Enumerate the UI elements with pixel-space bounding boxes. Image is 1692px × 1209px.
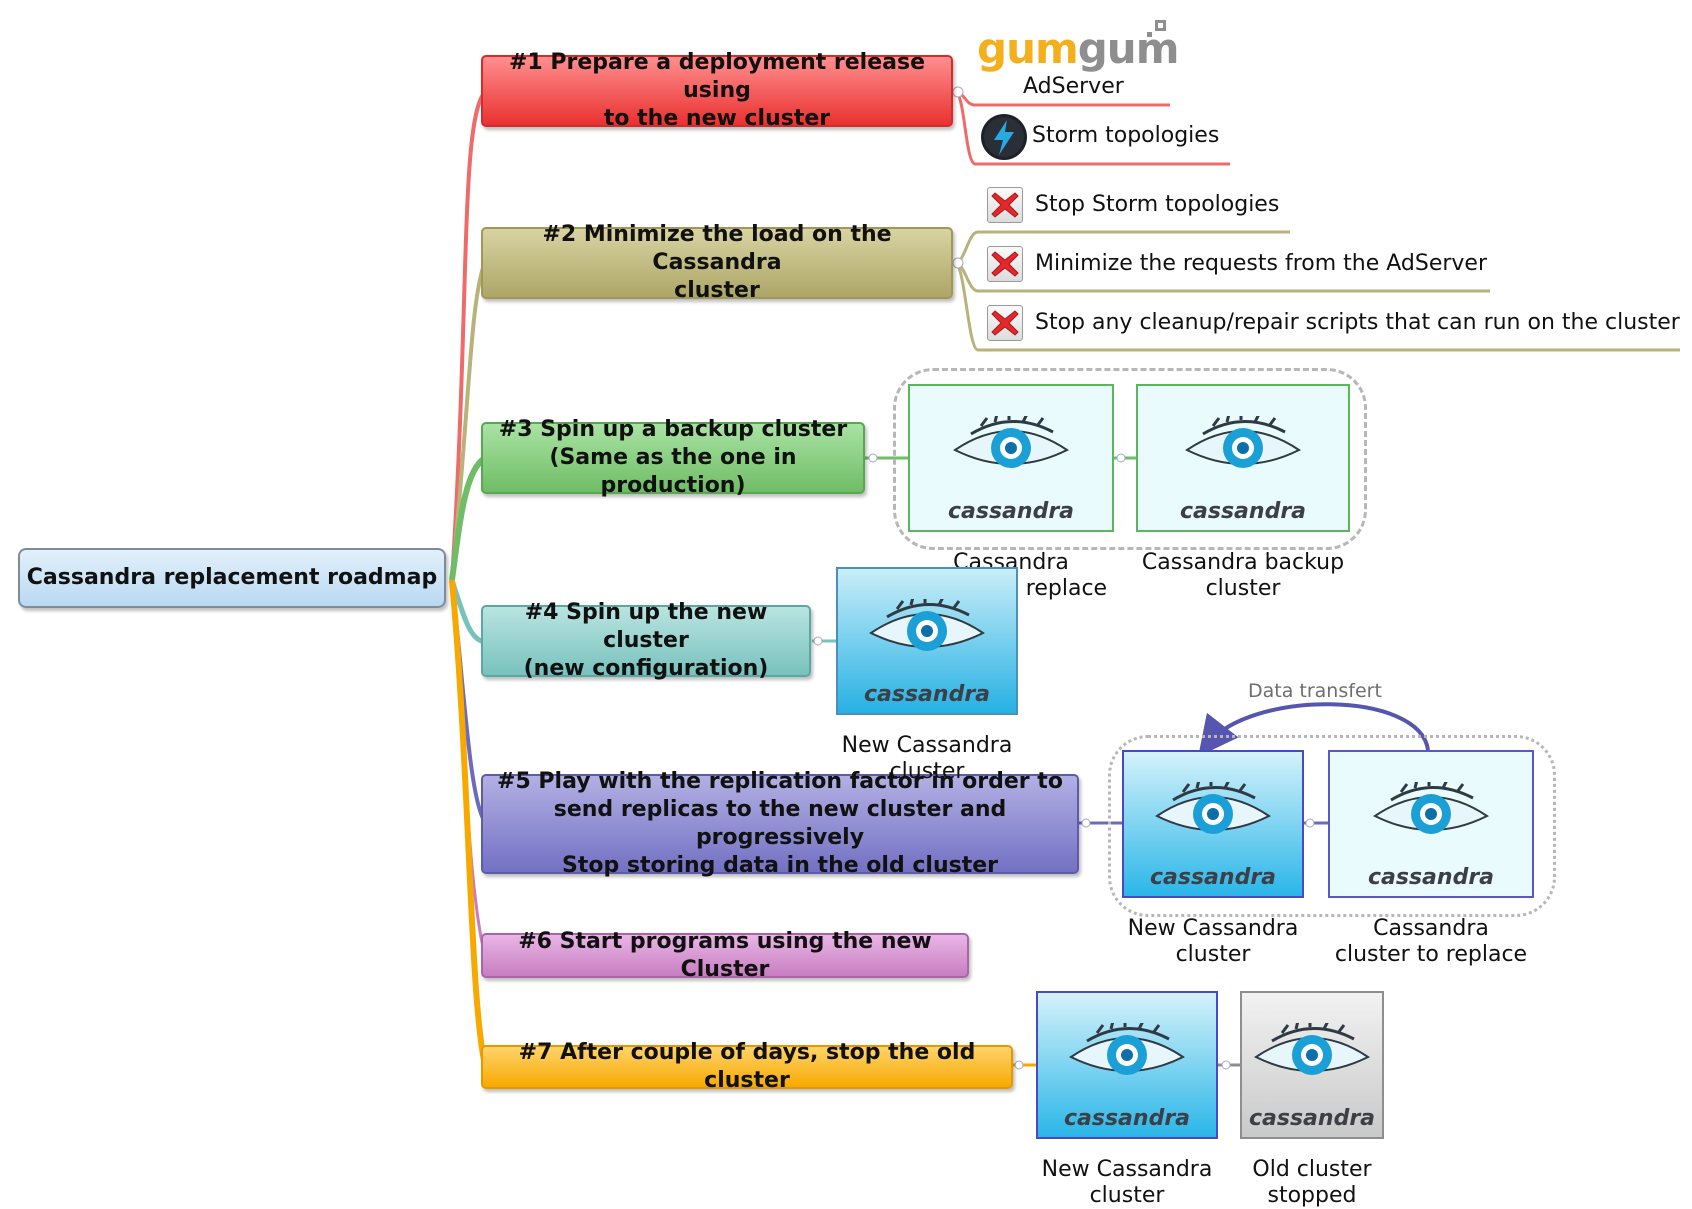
subtopic-adserver[interactable]: AdServer — [1023, 74, 1124, 100]
minimize-requests-label: Minimize the requests from the AdServer — [1035, 251, 1488, 276]
boundary-topic-5 — [1108, 735, 1556, 917]
subtopic-minimize-requests[interactable]: Minimize the requests from the AdServer — [1035, 251, 1487, 277]
topic-1[interactable]: #1 Prepare a deployment release using to… — [481, 50, 953, 131]
topic-7[interactable]: #7 After couple of days, stop the old cl… — [481, 1040, 1013, 1093]
branch-t1 — [450, 90, 487, 581]
cassandra-brand: cassandra — [1367, 865, 1495, 890]
storm-label: Storm topologies — [1032, 123, 1220, 148]
root-topic-label: Cassandra replacement roadmap — [26, 565, 438, 590]
branch-t2 — [450, 261, 487, 581]
red-x-icon — [987, 187, 1023, 223]
gumgum-logo-square — [1155, 20, 1166, 31]
topic-3[interactable]: #3 Spin up a backup cluster (Same as the… — [481, 417, 865, 498]
topic-1-label: #1 Prepare a deployment release using to… — [508, 50, 925, 131]
stop-storm-label: Stop Storm topologies — [1035, 192, 1280, 217]
cassandra-eye-icon — [953, 416, 1069, 468]
node-label: New Cassandra cluster — [841, 733, 1013, 784]
topic-2-label: #2 Minimize the load on the Cassandra cl… — [542, 222, 892, 303]
cassandra-brand: cassandra — [1179, 499, 1307, 524]
topic-5[interactable]: #5 Play with the replication factor in o… — [481, 769, 1079, 878]
node-label: New Cassandra cluster — [1041, 1157, 1213, 1208]
cassandra-brand: cassandra — [1063, 1106, 1191, 1131]
subtopic-stop-storm[interactable]: Stop Storm topologies — [1035, 192, 1279, 218]
gumgum-logo-text: gumgum — [977, 24, 1179, 73]
boundary-topic-3 — [893, 368, 1367, 550]
root-topic[interactable]: Cassandra replacement roadmap — [18, 548, 446, 608]
lightning-icon — [981, 114, 1027, 160]
cassandra-brand: cassandra — [1149, 865, 1277, 890]
node-label: New Cassandra cluster — [1127, 916, 1299, 967]
subtopic-storm[interactable]: Storm topologies — [1032, 123, 1219, 149]
data-transfer-arrow — [1198, 702, 1430, 757]
cassandra-eye-icon — [1373, 782, 1489, 834]
branch-t3 — [449, 455, 487, 581]
cassandra-eye-icon — [869, 599, 985, 651]
topic-2[interactable]: #2 Minimize the load on the Cassandra cl… — [481, 222, 953, 303]
cassandra-eye-icon — [1069, 1023, 1185, 1075]
branch-t7 — [449, 579, 488, 1066]
topic-7-label: #7 After couple of days, stop the old cl… — [518, 1040, 976, 1093]
cassandra-eye-icon — [1185, 416, 1301, 468]
cassandra-eye-icon — [1155, 782, 1271, 834]
node-label: Cassandra backup cluster — [1141, 550, 1345, 601]
cassandra-node[interactable]: cassandra Cassandra cluster to replace — [908, 384, 1114, 601]
gumgum-logo-dot — [1147, 32, 1152, 37]
cassandra-node[interactable]: cassandra New Cassandra cluster — [836, 567, 1018, 784]
cassandra-node[interactable]: cassandra Cassandra backup cluster — [1136, 384, 1350, 601]
topic-4[interactable]: #4 Spin up the new cluster (new configur… — [481, 600, 811, 681]
cassandra-node[interactable]: cassandra New Cassandra cluster — [1036, 991, 1218, 1208]
red-x-icon — [987, 246, 1023, 282]
storm-icon — [980, 113, 1028, 161]
topic-6[interactable]: #6 Start programs using the new Cluster — [481, 929, 969, 982]
topic-5-label: #5 Play with the replication factor in o… — [497, 769, 1063, 878]
cassandra-brand: cassandra — [1248, 1106, 1376, 1131]
topic-6-label: #6 Start programs using the new Cluster — [518, 928, 932, 982]
data-transfer-label: Data transfert — [1248, 680, 1382, 702]
topic-4-label: #4 Spin up the new cluster (new configur… — [523, 600, 769, 681]
cassandra-node[interactable]: cassandra Old cluster stopped — [1240, 991, 1384, 1208]
topic-3-label: #3 Spin up a backup cluster (Same as the… — [498, 417, 848, 498]
adserver-label: AdServer — [1023, 74, 1124, 99]
cassandra-eye-icon — [1254, 1023, 1370, 1075]
node-label: Old cluster stopped — [1252, 1157, 1372, 1208]
cassandra-brand: cassandra — [863, 682, 991, 707]
cassandra-node[interactable]: cassandra Cassandra cluster to replace — [1328, 750, 1534, 967]
red-x-icon — [987, 305, 1023, 341]
gumgum-logo: gumgum — [975, 20, 1179, 76]
node-label: Cassandra cluster to replace — [1334, 916, 1528, 967]
stop-scripts-label: Stop any cleanup/repair scripts that can… — [1035, 310, 1680, 335]
subtopic-stop-scripts[interactable]: Stop any cleanup/repair scripts that can… — [1035, 310, 1680, 336]
cassandra-node[interactable]: cassandra New Cassandra cluster — [1122, 750, 1304, 967]
connector-lines — [449, 86, 1680, 1070]
cassandra-brand: cassandra — [947, 499, 1075, 524]
